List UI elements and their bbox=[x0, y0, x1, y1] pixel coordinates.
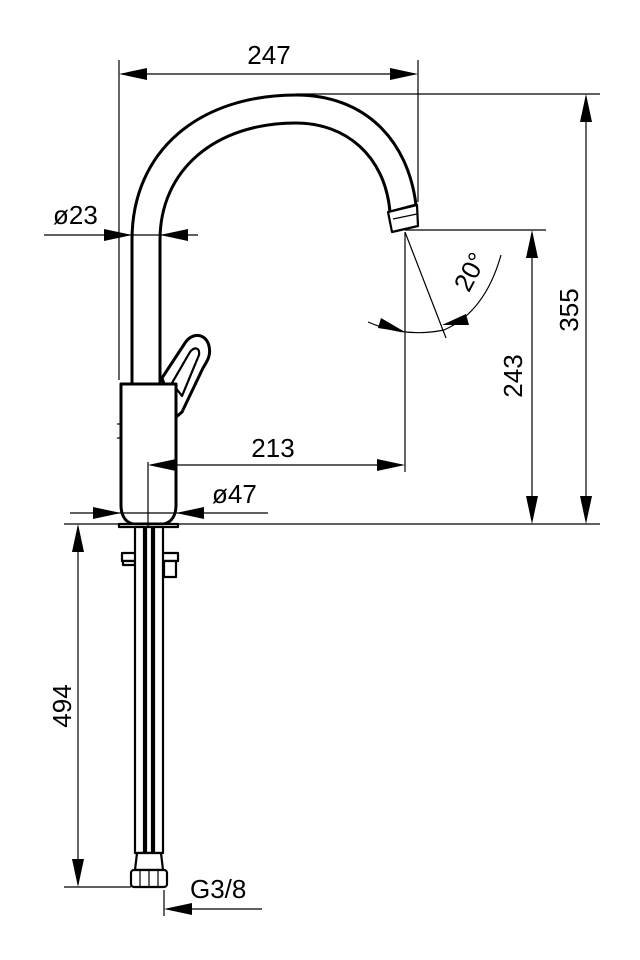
bracket-foot-left bbox=[121, 559, 137, 567]
label-lever-reach: 213 bbox=[251, 433, 294, 463]
arrow-d23-left bbox=[104, 229, 132, 241]
label-spout-reach: 247 bbox=[247, 40, 290, 70]
dimension-lines bbox=[44, 60, 600, 916]
label-connection-thread: G3/8 bbox=[190, 874, 246, 904]
label-swivel-angle: 20° bbox=[448, 247, 493, 296]
threaded-rod bbox=[144, 525, 154, 855]
label-spout-diameter: ø23 bbox=[53, 200, 98, 230]
arrow-20-left bbox=[378, 318, 405, 332]
aerator bbox=[386, 203, 420, 234]
flex-hose-right bbox=[152, 525, 165, 855]
label-hose-length: 494 bbox=[47, 684, 77, 727]
arrow-247-left bbox=[119, 68, 147, 80]
arrow-213-right bbox=[377, 459, 405, 471]
flex-hose-left bbox=[133, 525, 146, 855]
arrow-d47-right bbox=[176, 507, 204, 519]
hose-nut bbox=[133, 851, 165, 872]
faucet bbox=[117, 93, 420, 889]
arrow-494-top bbox=[72, 524, 84, 552]
arrow-20-right bbox=[442, 314, 469, 325]
label-total-height: 355 bbox=[554, 288, 584, 331]
dimension-labels: 247 ø23 20° 355 243 213 ø47 494 G3/8 bbox=[47, 40, 584, 904]
arrow-243-bottom bbox=[526, 496, 538, 524]
bracket-foot-right bbox=[162, 559, 178, 579]
arrow-494-bottom bbox=[72, 859, 84, 887]
spout bbox=[130, 93, 418, 386]
arrow-355-top bbox=[580, 94, 592, 122]
lever-handle-slot bbox=[170, 347, 201, 398]
arrow-g38 bbox=[164, 903, 192, 915]
label-body-diameter: ø47 bbox=[212, 479, 257, 509]
label-outlet-height: 243 bbox=[498, 354, 528, 397]
arrow-247-right bbox=[390, 68, 418, 80]
arrow-d23-right bbox=[160, 229, 188, 241]
aerator-line bbox=[392, 213, 418, 220]
arrow-355-bottom bbox=[580, 496, 592, 524]
arrow-213-left bbox=[148, 459, 176, 471]
arrow-243-top bbox=[526, 230, 538, 258]
arrow-d47-left bbox=[93, 507, 121, 519]
